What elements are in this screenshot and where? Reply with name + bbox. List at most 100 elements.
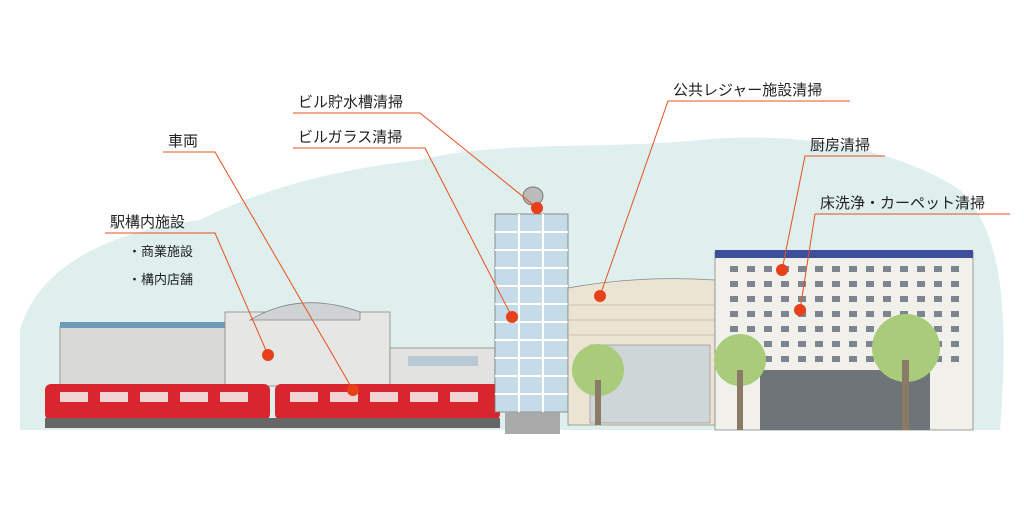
label-vehicle: 車両 (168, 132, 199, 150)
hotel-window (781, 356, 789, 362)
hotel-window (883, 311, 891, 317)
hotel-window (951, 341, 959, 347)
hotel-window (951, 281, 959, 287)
label-glass: ビルガラス清掃 (298, 128, 403, 146)
hotel-window (866, 266, 874, 272)
station-building (59, 302, 496, 387)
hotel-window (764, 326, 772, 332)
hotel-window (900, 311, 908, 317)
hotel-window (747, 326, 755, 332)
hotel-window (747, 281, 755, 287)
hotel-window (849, 326, 857, 332)
train (45, 384, 500, 428)
dot-water-tank (531, 202, 543, 214)
hotel-window (781, 296, 789, 302)
hotel-window (849, 296, 857, 302)
marker-dots (262, 202, 806, 396)
hotel-window (917, 281, 925, 287)
hotel-window (900, 266, 908, 272)
hotel-window (849, 311, 857, 317)
dot-floor (794, 304, 806, 316)
hotel-window (900, 296, 908, 302)
hotel-window (951, 326, 959, 332)
hotel-window (764, 356, 772, 362)
hotel-window (832, 266, 840, 272)
hotel-window (883, 266, 891, 272)
label-water-tank: ビル貯水槽清掃 (298, 93, 404, 111)
dot-glass (506, 311, 518, 323)
hotel-window (798, 326, 806, 332)
hotel-window (951, 311, 959, 317)
office-tower (494, 186, 569, 434)
hotel-window (730, 266, 738, 272)
hotel-window (798, 266, 806, 272)
hotel-window (815, 341, 823, 347)
hotel-window (866, 356, 874, 362)
hotel-window (917, 296, 925, 302)
hotel-window (866, 296, 874, 302)
hotel-window (798, 341, 806, 347)
hotel-window (764, 341, 772, 347)
dot-vehicle (347, 384, 359, 396)
hotel-window (781, 311, 789, 317)
dot-kitchen (776, 264, 788, 276)
hotel-window (900, 281, 908, 287)
hotel-window (866, 341, 874, 347)
hotel-window (832, 341, 840, 347)
label-station: 駅構内施設 (110, 213, 186, 231)
hotel-window (934, 281, 942, 287)
hotel-window (832, 296, 840, 302)
hotel-window (781, 326, 789, 332)
hotel-window (917, 311, 925, 317)
hotel-window (781, 341, 789, 347)
dot-leisure (594, 290, 606, 302)
hotel-window (764, 281, 772, 287)
hotel-window (883, 281, 891, 287)
hotel-window (747, 296, 755, 302)
hotel-window (781, 281, 789, 287)
hotel-window (815, 296, 823, 302)
hotel-window (730, 326, 738, 332)
hotel-window (849, 281, 857, 287)
hotel-window (747, 266, 755, 272)
label-station-shops: ・構内店舗 (128, 273, 194, 288)
hotel-window (866, 281, 874, 287)
hotel-window (934, 311, 942, 317)
leader-lines (105, 100, 1010, 391)
hotel-window (815, 281, 823, 287)
hotel-window (951, 356, 959, 362)
hotel-window (832, 356, 840, 362)
hotel-window (832, 311, 840, 317)
hotel-window (883, 296, 891, 302)
hotel-window (764, 296, 772, 302)
hotel-window (832, 281, 840, 287)
hotel-window (951, 296, 959, 302)
hotel-window (934, 296, 942, 302)
hotel-window (764, 266, 772, 272)
hotel-window (730, 296, 738, 302)
hotel-window (866, 326, 874, 332)
label-station-commercial: ・商業施設 (128, 245, 194, 260)
hotel-window (815, 311, 823, 317)
hotel-window (747, 311, 755, 317)
trees (572, 314, 940, 430)
hotel-window (815, 326, 823, 332)
hotel-window (866, 311, 874, 317)
hotel-window (849, 341, 857, 347)
hotel-window (849, 266, 857, 272)
label-floor: 床洗浄・カーペット清掃 (820, 194, 986, 212)
hotel-window (730, 281, 738, 287)
dot-station (262, 349, 274, 361)
hotel-window (849, 356, 857, 362)
hotel-window (764, 311, 772, 317)
hotel-window (730, 311, 738, 317)
hotel-window (798, 281, 806, 287)
label-kitchen: 厨房清掃 (810, 136, 871, 154)
hotel-window (832, 326, 840, 332)
hotel-window (815, 266, 823, 272)
hotel-window (951, 266, 959, 272)
hotel-window (934, 266, 942, 272)
hotel-window (798, 356, 806, 362)
